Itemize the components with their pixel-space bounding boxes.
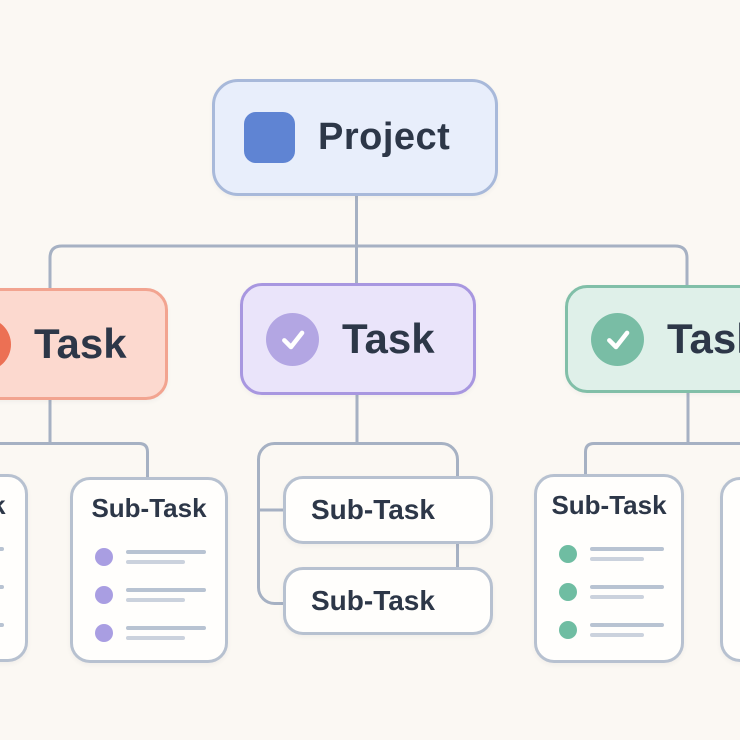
list-item bbox=[559, 545, 681, 564]
check-circle-icon bbox=[266, 312, 319, 366]
list-item bbox=[559, 583, 681, 602]
connector-left-subrail bbox=[0, 442, 149, 481]
subtask-card-middle-1: Sub-Task bbox=[283, 476, 493, 544]
list-item bbox=[95, 624, 225, 643]
check-circle-icon bbox=[0, 317, 11, 371]
bullet-dot-icon bbox=[95, 548, 113, 567]
subtask-title: Sub-Task bbox=[551, 490, 667, 520]
connector-main-rail bbox=[48, 244, 689, 292]
list-item bbox=[0, 583, 25, 601]
list-item bbox=[559, 621, 681, 640]
placeholder-list bbox=[95, 548, 225, 643]
subtask-card-right-partial: Sub-Task bbox=[720, 477, 740, 662]
blue-square-icon bbox=[244, 112, 295, 163]
bullet-dot-icon bbox=[95, 586, 113, 605]
check-circle-icon bbox=[591, 312, 644, 366]
subtask-card-left-partial: Sub-Task bbox=[0, 474, 28, 662]
subtask-title: Sub-Task bbox=[311, 585, 435, 616]
bullet-dot-icon bbox=[95, 624, 113, 643]
bullet-dot-icon bbox=[559, 621, 577, 640]
task-node-middle: Task bbox=[240, 283, 476, 395]
connector-right-subrail bbox=[584, 442, 740, 481]
bullet-dot-icon bbox=[559, 545, 577, 564]
bullet-dot-icon bbox=[559, 583, 577, 602]
subtask-card-right: Sub-Task bbox=[534, 474, 684, 663]
subtask-title: Sub-Task bbox=[91, 493, 207, 523]
subtask-title: Sub-Task bbox=[311, 494, 435, 525]
subtask-card-middle-2: Sub-Task bbox=[283, 567, 493, 635]
task-node-left: Task bbox=[0, 288, 168, 400]
placeholder-list bbox=[0, 545, 25, 639]
task-node-right: Task bbox=[565, 285, 740, 393]
subtask-card-left: Sub-Task bbox=[70, 477, 228, 663]
list-item bbox=[95, 586, 225, 605]
list-item bbox=[0, 545, 25, 563]
task-label: Task bbox=[34, 320, 127, 367]
list-item bbox=[95, 548, 225, 567]
project-label: Project bbox=[318, 116, 451, 158]
project-node: Project bbox=[212, 79, 498, 196]
placeholder-list bbox=[559, 545, 681, 640]
task-label: Task bbox=[342, 315, 435, 362]
subtask-title: Sub-Task bbox=[723, 493, 740, 524]
list-item bbox=[0, 621, 25, 639]
task-label: Task bbox=[667, 315, 740, 362]
subtask-title: Sub-Task bbox=[0, 490, 25, 521]
